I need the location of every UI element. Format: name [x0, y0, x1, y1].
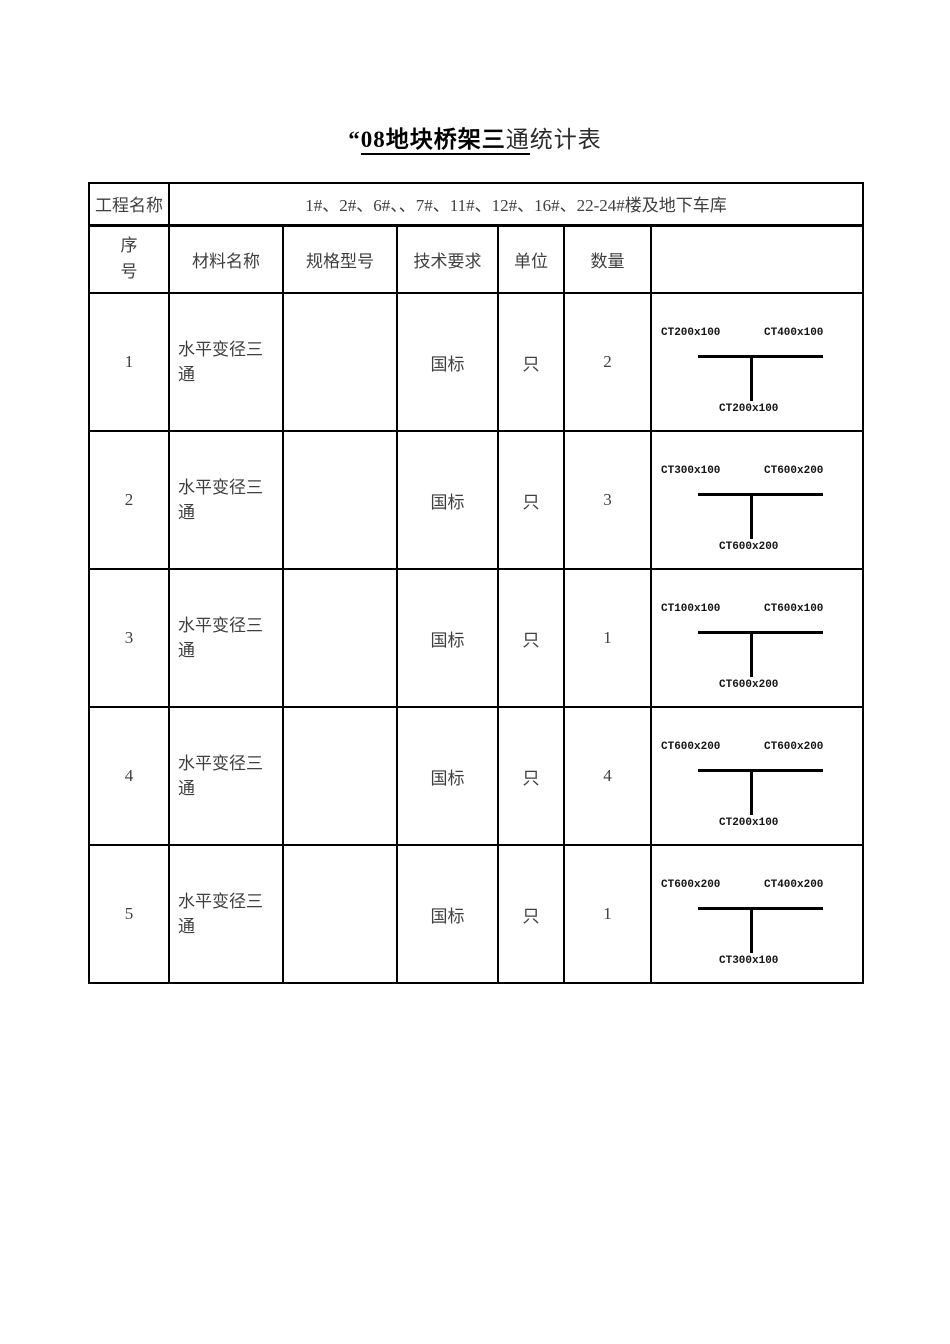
tee-vertical-line	[750, 631, 753, 677]
seq-cell: 5	[88, 844, 170, 984]
table-row: 2 水平变径三通 国标 只 3 CT300x100 CT600x200 CT60…	[88, 430, 865, 570]
tee-diagram: CT600x200 CT600x200 CT200x100	[653, 709, 861, 843]
title-rest: 统计表	[529, 127, 602, 152]
tee-diagram: CT600x200 CT400x200 CT300x100	[653, 847, 861, 981]
tee-label-left: CT200x100	[661, 327, 721, 339]
tee-diagram: CT300x100 CT600x200 CT600x200	[653, 433, 861, 567]
tech-cell: 国标	[396, 844, 499, 984]
tee-label-left: CT300x100	[661, 465, 721, 477]
title-quote: “	[348, 127, 361, 152]
project-name-row: 工程名称 1#、2#、6#、、7#、11#、12#、16#、22-24#楼及地下…	[88, 182, 865, 227]
tee-label-bottom: CT600x200	[719, 679, 779, 691]
tech-cell: 国标	[396, 292, 499, 432]
diagram-cell: CT600x200 CT600x200 CT200x100	[649, 706, 865, 846]
tee-label-right: CT600x200	[764, 465, 824, 477]
unit-cell: 只	[497, 706, 565, 846]
unit-cell: 只	[497, 844, 565, 984]
tee-label-right: CT600x200	[764, 741, 824, 753]
table-row: 3 水平变径三通 国标 只 1 CT100x100 CT600x100 CT60…	[88, 568, 865, 708]
tee-horizontal-line	[698, 355, 823, 358]
tee-label-left: CT600x200	[661, 741, 721, 753]
spec-cell	[282, 292, 398, 432]
spec-cell	[282, 568, 398, 708]
table-row: 1 水平变径三通 国标 只 2 CT200x100 CT400x100 CT20…	[88, 292, 865, 432]
header-material: 材料名称	[168, 224, 284, 294]
tee-vertical-line	[750, 769, 753, 815]
material-cell: 水平变径三通	[168, 292, 284, 432]
material-cell: 水平变径三通	[168, 430, 284, 570]
tech-cell: 国标	[396, 706, 499, 846]
tee-label-left: CT600x200	[661, 879, 721, 891]
tee-label-bottom: CT200x100	[719, 403, 779, 415]
spec-cell	[282, 706, 398, 846]
header-seq: 序 号	[88, 224, 170, 294]
qty-cell: 1	[563, 844, 652, 984]
qty-cell: 3	[563, 430, 652, 570]
tee-label-bottom: CT200x100	[719, 817, 779, 829]
header-spec: 规格型号	[282, 224, 398, 294]
seq-cell: 2	[88, 430, 170, 570]
tee-diagram: CT100x100 CT600x100 CT600x200	[653, 571, 861, 705]
diagram-cell: CT300x100 CT600x200 CT600x200	[649, 430, 865, 570]
tee-label-bottom: CT600x200	[719, 541, 779, 553]
diagram-cell: CT100x100 CT600x100 CT600x200	[649, 568, 865, 708]
page-title: “08地块桥架三通统计表	[0, 0, 950, 156]
tee-label-right: CT400x100	[764, 327, 824, 339]
seq-cell: 4	[88, 706, 170, 846]
header-diagram	[649, 224, 865, 294]
spec-cell	[282, 844, 398, 984]
tee-vertical-line	[750, 907, 753, 953]
tee-horizontal-line	[698, 631, 823, 634]
seq-cell: 3	[88, 568, 170, 708]
table-row: 4 水平变径三通 国标 只 4 CT600x200 CT600x200 CT20…	[88, 706, 865, 846]
diagram-cell: CT600x200 CT400x200 CT300x100	[649, 844, 865, 984]
tee-vertical-line	[750, 493, 753, 539]
table-row: 5 水平变径三通 国标 只 1 CT600x200 CT400x200 CT30…	[88, 844, 865, 984]
tee-horizontal-line	[698, 769, 823, 772]
tech-cell: 国标	[396, 430, 499, 570]
diagram-cell: CT200x100 CT400x100 CT200x100	[649, 292, 865, 432]
tee-horizontal-line	[698, 493, 823, 496]
material-cell: 水平变径三通	[168, 568, 284, 708]
tee-vertical-line	[750, 355, 753, 401]
unit-cell: 只	[497, 568, 565, 708]
project-name-value: 1#、2#、6#、、7#、11#、12#、16#、22-24#楼及地下车库	[167, 182, 865, 227]
tee-label-bottom: CT300x100	[719, 955, 779, 967]
tee-label-right: CT400x200	[764, 879, 824, 891]
spec-cell	[282, 430, 398, 570]
tech-cell: 国标	[396, 568, 499, 708]
header-unit: 单位	[497, 224, 565, 294]
unit-cell: 只	[497, 430, 565, 570]
qty-cell: 1	[563, 568, 652, 708]
tee-statistics-table: 工程名称 1#、2#、6#、、7#、11#、12#、16#、22-24#楼及地下…	[88, 182, 865, 984]
column-header-row: 序 号 材料名称 规格型号 技术要求 单位 数量	[88, 224, 865, 294]
material-cell: 水平变径三通	[168, 706, 284, 846]
seq-cell: 1	[88, 292, 170, 432]
material-cell: 水平变径三通	[168, 844, 284, 984]
qty-cell: 4	[563, 706, 652, 846]
tee-label-left: CT100x100	[661, 603, 721, 615]
tee-label-right: CT600x100	[764, 603, 824, 615]
header-tech: 技术要求	[396, 224, 499, 294]
unit-cell: 只	[497, 292, 565, 432]
project-name-label: 工程名称	[88, 182, 170, 227]
tee-horizontal-line	[698, 907, 823, 910]
qty-cell: 2	[563, 292, 652, 432]
title-bold-underline: 08地块桥架三	[360, 127, 506, 155]
tee-diagram: CT200x100 CT400x100 CT200x100	[653, 295, 861, 429]
header-qty: 数量	[563, 224, 652, 294]
title-underline: 通	[505, 127, 530, 155]
